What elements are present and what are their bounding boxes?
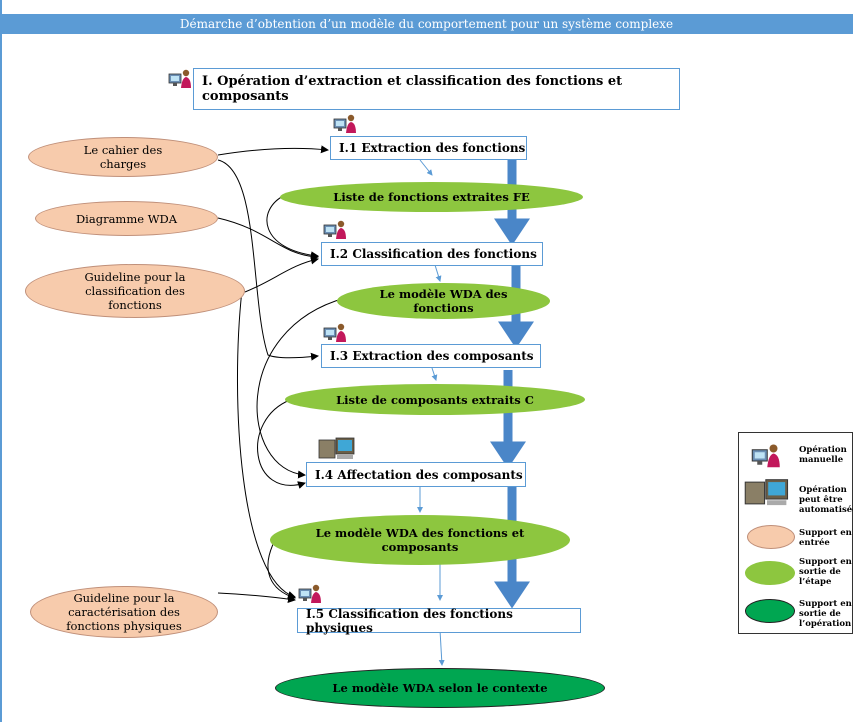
legend-auto: Opération peut être automatisée	[799, 485, 853, 515]
output-liste-composants-c: Liste de composants extraits C	[285, 384, 585, 415]
output-liste-fonctions-fe: Liste de fonctions extraites FE	[280, 182, 583, 212]
legend-output-step: Support en sortie de l’étape	[799, 557, 852, 587]
step-2: I.2 Classification des fonctions	[321, 242, 543, 266]
computer-icon	[318, 437, 355, 459]
input-diagramme-wda: Diagramme WDA	[35, 201, 218, 236]
step-1: I.1 Extraction des fonctions	[330, 136, 527, 160]
step-1-label: I.1 Extraction des fonctions	[339, 141, 526, 155]
legend: Opération manuelle Opération peut être a…	[738, 432, 853, 634]
input-guideline-caracterisation: Guideline pour la caractérisation des fo…	[30, 586, 218, 638]
computer-icon	[744, 479, 789, 506]
step-3: I.3 Extraction des composants	[321, 344, 541, 368]
person-at-computer-icon	[168, 69, 191, 88]
person-at-computer-icon	[333, 114, 356, 133]
legend-input-swatch	[747, 525, 795, 549]
operation-title: I. Opération d’extraction et classificat…	[202, 74, 623, 104]
person-at-computer-icon	[298, 584, 321, 603]
legend-manual: Opération manuelle	[799, 445, 847, 465]
legend-output-step-swatch	[745, 561, 795, 585]
input-guideline-classification: Guideline pour la classification des fon…	[25, 264, 245, 318]
step-3-label: I.3 Extraction des composants	[330, 349, 534, 363]
step-4: I.4 Affectation des composants	[306, 462, 526, 487]
diagram-title: Démarche d’obtention d’un modèle du comp…	[0, 14, 853, 34]
legend-output-op-swatch	[745, 599, 795, 623]
legend-input: Support en entrée	[799, 528, 852, 548]
legend-output-op: Support en sortie de l’opération	[799, 599, 852, 629]
person-at-computer-icon	[323, 220, 346, 239]
step-4-label: I.4 Affectation des composants	[315, 467, 523, 482]
person-at-computer-icon	[751, 444, 780, 468]
output-wda-fonctions: Le modèle WDA des fonctions	[337, 283, 550, 319]
input-cahier-des-charges: Le cahier des charges	[28, 137, 218, 177]
operation-box: I. Opération d’extraction et classificat…	[193, 68, 680, 110]
output-wda-fonctions-composants: Le modèle WDA des fonctions et composant…	[270, 515, 570, 565]
step-2-label: I.2 Classification des fonctions	[330, 247, 537, 261]
step-5-label: I.5 Classification des fonctions physiqu…	[306, 606, 513, 635]
output-wda-contexte: Le modèle WDA selon le contexte	[275, 668, 605, 708]
person-at-computer-icon	[323, 323, 346, 342]
step-5: I.5 Classification des fonctions physiqu…	[297, 606, 581, 635]
